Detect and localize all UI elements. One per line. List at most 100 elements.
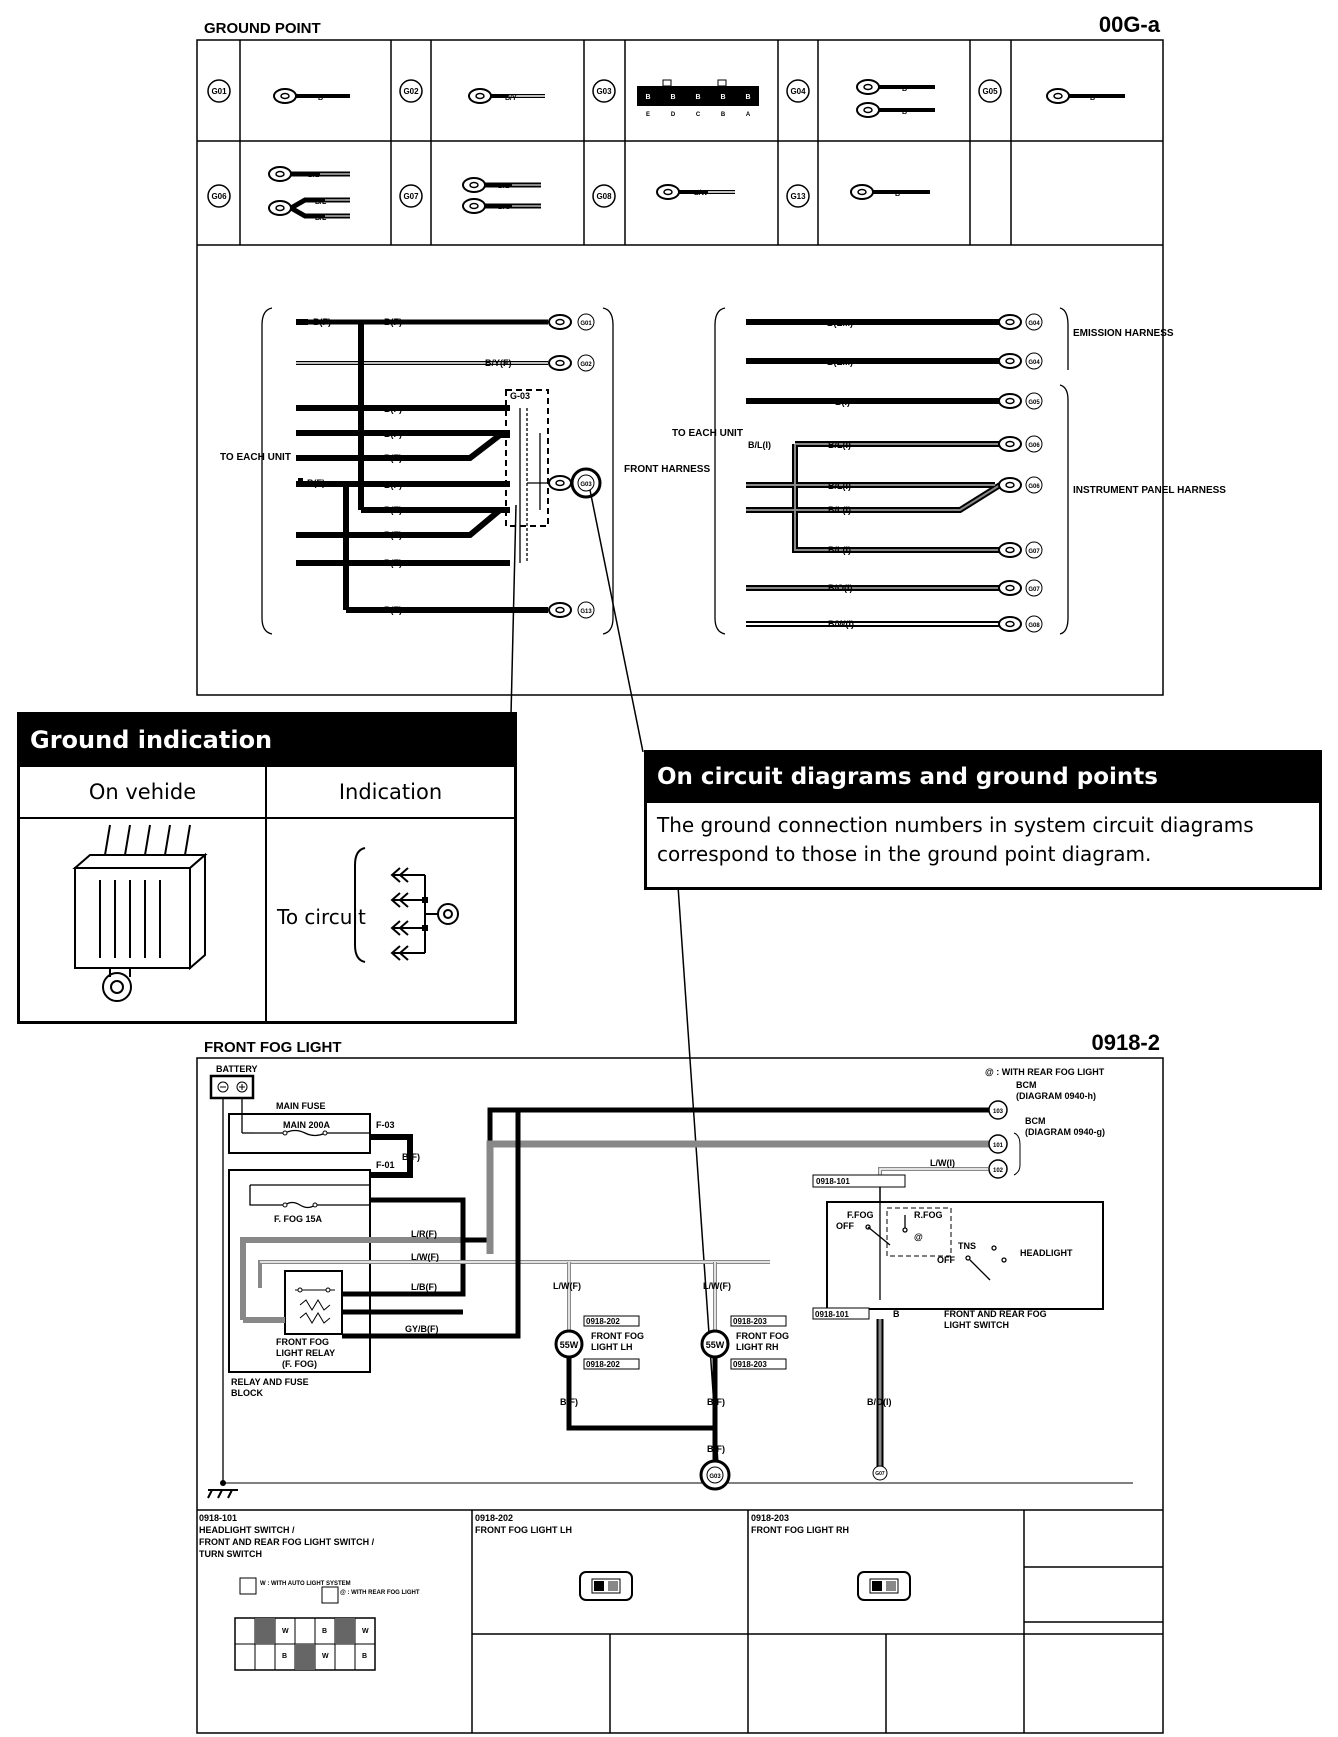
lh-connector-face (579, 1571, 633, 1601)
svg-text:0918-202: 0918-202 (586, 1317, 620, 1326)
pointer-lines (510, 489, 720, 1479)
front-fog-code: 0918-2 (1091, 1030, 1160, 1055)
g01-id: G01 (207, 79, 231, 103)
ground-indication-illustration (72, 824, 459, 1002)
svg-text:@ : WITH REAR FOG LIGHT: @ : WITH REAR FOG LIGHT (985, 1067, 1105, 1077)
connector-table: 0918-101 HEADLIGHT SWITCH / FRONT AND RE… (199, 1510, 1163, 1733)
svg-text:OFF: OFF (836, 1221, 854, 1231)
svg-text:B/W: B/W (694, 190, 708, 197)
svg-text:TNS: TNS (958, 1241, 976, 1251)
left-ground-g01: G01 (548, 313, 595, 331)
svg-text:G13: G13 (580, 609, 592, 615)
svg-text:0918-203: 0918-203 (733, 1360, 767, 1369)
svg-text:E: E (646, 112, 650, 118)
circuit-note-line-1: The ground connection numbers in system … (657, 813, 1254, 837)
svg-text:B(F): B(F) (384, 480, 402, 490)
svg-text:FRONT FOG: FRONT FOG (736, 1331, 789, 1341)
svg-text:LIGHT RELAY: LIGHT RELAY (276, 1348, 335, 1358)
svg-text:G01: G01 (211, 87, 227, 96)
svg-text:0918-203: 0918-203 (733, 1317, 767, 1326)
svg-text:B/L(I): B/L(I) (748, 440, 771, 450)
svg-text:BCM: BCM (1016, 1080, 1037, 1090)
ground-point-code: 00G-a (1099, 12, 1161, 37)
svg-text:R.FOG: R.FOG (914, 1210, 943, 1220)
svg-text:B/Y: B/Y (505, 95, 517, 102)
svg-text:D: D (671, 112, 676, 118)
svg-text:B/L(I): B/L(I) (828, 481, 851, 491)
svg-text:BCM: BCM (1025, 1116, 1046, 1126)
svg-text:FRONT AND REAR FOG LIGHT SWITC: FRONT AND REAR FOG LIGHT SWITCH / (199, 1537, 375, 1547)
svg-text:0918-202: 0918-202 (475, 1513, 513, 1523)
svg-text:W: W (362, 1628, 369, 1635)
svg-text:G05: G05 (982, 87, 998, 96)
svg-text:B(F): B(F) (384, 558, 402, 568)
svg-text:F-03: F-03 (376, 1120, 395, 1130)
left-to-each-unit: TO EACH UNIT (220, 452, 291, 463)
rh-connector-face (857, 1571, 911, 1601)
svg-text:B(F): B(F) (384, 429, 402, 439)
g08-lug: B/W (656, 184, 735, 200)
svg-text:B/O: B/O (498, 204, 511, 211)
svg-text:W: W (282, 1628, 289, 1635)
svg-text:55W: 55W (560, 1340, 579, 1350)
svg-text:(DIAGRAM 0940-h): (DIAGRAM 0940-h) (1016, 1091, 1096, 1101)
svg-text:A: A (746, 112, 751, 118)
svg-text:G07: G07 (403, 192, 419, 201)
svg-text:FRONT FOG LIGHT LH: FRONT FOG LIGHT LH (475, 1525, 572, 1535)
svg-text:LIGHT SWITCH: LIGHT SWITCH (944, 1320, 1009, 1330)
g05-id: G05 (978, 79, 1002, 103)
svg-text:G08: G08 (596, 192, 612, 201)
to-circuit-label: To circuit (277, 905, 366, 929)
main-fuse: MAIN FUSE MAIN 200A (228, 1101, 371, 1154)
svg-text:G13: G13 (790, 192, 806, 201)
svg-text:B/L: B/L (315, 199, 327, 206)
svg-text:B: B (1090, 95, 1095, 102)
svg-text:B(F): B(F) (560, 1397, 578, 1407)
front-fog-relay: FRONT FOG LIGHT RELAY (F. FOG) (276, 1270, 343, 1369)
svg-text:L/W(F): L/W(F) (411, 1252, 439, 1262)
svg-text:G03: G03 (580, 482, 592, 488)
svg-text:102: 102 (993, 1168, 1004, 1174)
svg-text:F.FOG: F.FOG (847, 1210, 874, 1220)
svg-text:G04: G04 (790, 87, 806, 96)
svg-text:B/L: B/L (315, 215, 327, 222)
svg-text:B(EM): B(EM) (827, 318, 853, 328)
svg-text:B(EM): B(EM) (827, 357, 853, 367)
svg-text:B: B (282, 1653, 287, 1660)
left-wiring-group: TO EACH UNIT B(F) B(F) B(F) B/Y(F) (220, 307, 710, 635)
svg-text:B/O(I): B/O(I) (867, 1397, 892, 1407)
svg-text:B: B (745, 94, 750, 101)
left-ground-g02: G02 (548, 354, 595, 372)
svg-text:B/Y(F): B/Y(F) (485, 358, 512, 368)
switch-connector-face: W W W B B B (234, 1617, 376, 1671)
g07-id: G07 (399, 184, 423, 208)
svg-text:FRONT FOG: FRONT FOG (276, 1337, 329, 1347)
svg-text:0918-101: 0918-101 (816, 1177, 850, 1186)
svg-text:TURN SWITCH: TURN SWITCH (199, 1549, 262, 1559)
g03-id: G03 (592, 79, 616, 103)
on-vehicle-header: On vehide (20, 767, 267, 817)
svg-text:B(F): B(F) (384, 317, 402, 327)
battery: BATTERY (209, 1064, 258, 1100)
g13-id: G13 (786, 184, 810, 208)
svg-text:B(F): B(F) (384, 530, 402, 540)
g06-id: G06 (207, 184, 231, 208)
ground-g07: G07 (872, 1465, 888, 1481)
svg-text:HEADLIGHT: HEADLIGHT (1020, 1248, 1073, 1258)
ground-indication-callout: Ground indication On vehide Indication (17, 712, 517, 1024)
svg-text:G07: G07 (1028, 587, 1040, 593)
front-fog-title: FRONT FOG LIGHT (204, 1039, 341, 1056)
indication-header: Indication (338, 780, 443, 804)
svg-text:C: C (696, 112, 701, 118)
svg-text:FRONT FOG LIGHT RH: FRONT FOG LIGHT RH (751, 1525, 849, 1535)
svg-text:0918-101: 0918-101 (815, 1310, 849, 1319)
svg-text:B(F): B(F) (384, 505, 402, 515)
svg-text:@: @ (914, 1232, 923, 1242)
svg-text:B/O(I): B/O(I) (828, 583, 853, 593)
svg-text:G08: G08 (1028, 623, 1040, 629)
fog-light-switch: 0918-101 F.FOG OFF R.FOG @ TNS OFF HEADL… (812, 1174, 1104, 1330)
svg-text:G07: G07 (1028, 549, 1040, 555)
g01-lug: B (273, 88, 350, 104)
front-fog-frame (196, 1057, 1164, 1734)
